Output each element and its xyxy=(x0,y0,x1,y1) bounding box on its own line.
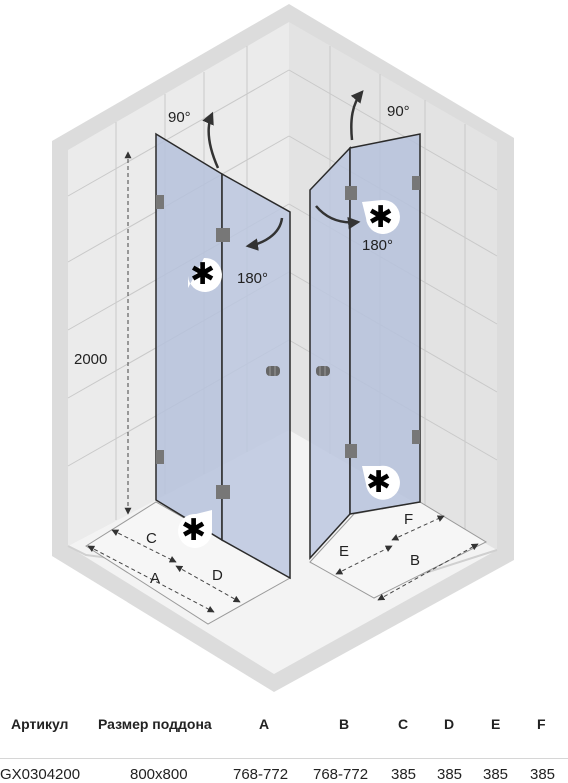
table-header: F xyxy=(537,716,546,732)
asterisk-icon: ✱ xyxy=(362,465,400,500)
right-glass-panel-door xyxy=(309,146,351,560)
table-cell: 385 xyxy=(483,766,509,783)
table-cell: 800x800 xyxy=(130,766,188,783)
dimension-label-b: B xyxy=(410,552,420,569)
hinge xyxy=(156,450,164,464)
table-header: Размер поддона xyxy=(98,716,212,732)
table-cell: 385 xyxy=(391,766,417,783)
svg-text:✱: ✱ xyxy=(366,466,391,499)
table-cell: 385 xyxy=(437,766,463,783)
dimension-line-d xyxy=(175,565,241,603)
table-cell: 768-772 xyxy=(233,766,289,783)
table-header: Артикул xyxy=(11,716,69,732)
dimension-line-a xyxy=(87,545,215,613)
table-cell: 768-772 xyxy=(313,766,369,783)
hinge xyxy=(345,444,357,458)
right-glass-panel-fixed xyxy=(349,133,421,515)
table-header: C xyxy=(398,716,409,732)
table-cell: 385 xyxy=(530,766,556,783)
dimension-label-e: E xyxy=(339,543,349,560)
table-header: A xyxy=(259,716,270,732)
dimension-line-b xyxy=(377,543,479,601)
hinge xyxy=(216,228,230,242)
hinge xyxy=(412,176,420,190)
angle-label: 90° xyxy=(168,109,191,126)
rotation-arrow-180-right xyxy=(315,205,361,230)
angle-label: 90° xyxy=(387,103,410,120)
table-header: D xyxy=(444,716,455,732)
hinge xyxy=(412,430,420,444)
table-header: B xyxy=(339,716,350,732)
rotation-arrow-90-left xyxy=(202,111,220,169)
shower-enclosure-diagram: 90° 180° ✱ ✱ 2000 C A D 90° 180° ✱ ✱ F E xyxy=(52,4,514,692)
dimension-line-f xyxy=(391,515,445,541)
rotation-arrow-180-left xyxy=(245,217,284,251)
dimension-label-f: F xyxy=(404,511,413,528)
dimension-label-d: D xyxy=(212,567,223,584)
hinge xyxy=(156,195,164,209)
rotation-arrow-90-right xyxy=(350,90,364,141)
table-divider xyxy=(0,758,568,759)
dimension-label-c: C xyxy=(146,530,157,547)
dimension-label-a: A xyxy=(150,570,160,587)
spec-table: Артикул Размер поддона A B C D E F GX030… xyxy=(0,704,568,783)
asterisk-icon: ✱ xyxy=(188,257,222,292)
asterisk-icon: ✱ xyxy=(362,199,400,234)
dimension-label-height: 2000 xyxy=(74,351,107,368)
table-cell: GX0304200 xyxy=(0,766,81,783)
svg-text:✱: ✱ xyxy=(368,201,393,234)
door-handle xyxy=(316,366,330,376)
hinge xyxy=(345,186,357,200)
door-handle xyxy=(266,366,280,376)
svg-text:✱: ✱ xyxy=(181,514,206,547)
table-header: E xyxy=(491,716,501,732)
left-glass-panel-door xyxy=(221,172,291,580)
angle-label: 180° xyxy=(237,270,268,287)
left-glass-panel-fixed xyxy=(155,132,223,542)
hinge xyxy=(216,485,230,499)
angle-label: 180° xyxy=(362,237,393,254)
svg-text:✱: ✱ xyxy=(190,258,215,291)
asterisk-icon: ✱ xyxy=(178,510,212,548)
